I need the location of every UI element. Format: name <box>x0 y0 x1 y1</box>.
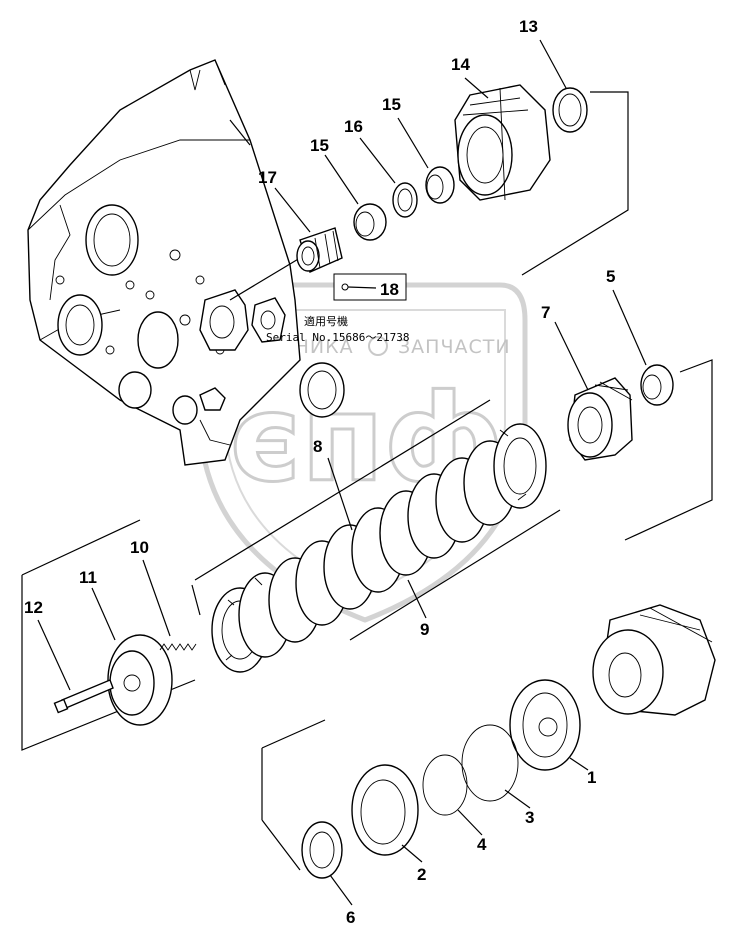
transmission-housing <box>27 59 301 466</box>
callout-11: 11 <box>79 568 97 587</box>
piston-drum-assembly <box>261 604 716 879</box>
callout-12: 12 <box>24 598 43 617</box>
thrust-ring <box>299 362 345 418</box>
callout-1: 1 <box>587 768 596 787</box>
serial-note-range: Serial No.15686～21738 <box>266 331 409 344</box>
serial-note-title: 適用号機 <box>304 314 348 328</box>
callout-8: 8 <box>313 437 322 456</box>
retainer-assembly <box>21 519 197 751</box>
callout-5: 5 <box>606 267 615 286</box>
callout-7: 7 <box>541 303 550 322</box>
callout-6: 6 <box>346 908 355 927</box>
sun-gear-assembly <box>567 359 713 541</box>
callout-15-lower: 15 <box>310 136 329 155</box>
callout-18: 18 <box>380 280 399 299</box>
watermark-right-text: ЗАПЧАСТИ <box>398 336 511 358</box>
upper-gear-assembly <box>229 84 629 301</box>
callout-9: 9 <box>420 620 429 639</box>
leader-lines <box>37 39 647 906</box>
callout-17: 17 <box>258 168 277 187</box>
gear-icon <box>368 336 388 356</box>
callout-4: 4 <box>477 835 487 854</box>
callout-10: 10 <box>130 538 149 557</box>
serial-note: 適用号機 Serial No.15686～21738 <box>266 273 409 344</box>
callouts: 13 14 15 16 15 17 18 5 7 8 9 10 11 12 1 … <box>24 17 615 927</box>
callout-2: 2 <box>417 865 426 884</box>
callout-16: 16 <box>344 117 363 136</box>
callout-3: 3 <box>525 808 534 827</box>
callout-15-upper: 15 <box>382 95 401 114</box>
callout-13: 13 <box>519 17 538 36</box>
clutch-disc-pack <box>191 399 561 673</box>
callout-14: 14 <box>451 55 470 74</box>
